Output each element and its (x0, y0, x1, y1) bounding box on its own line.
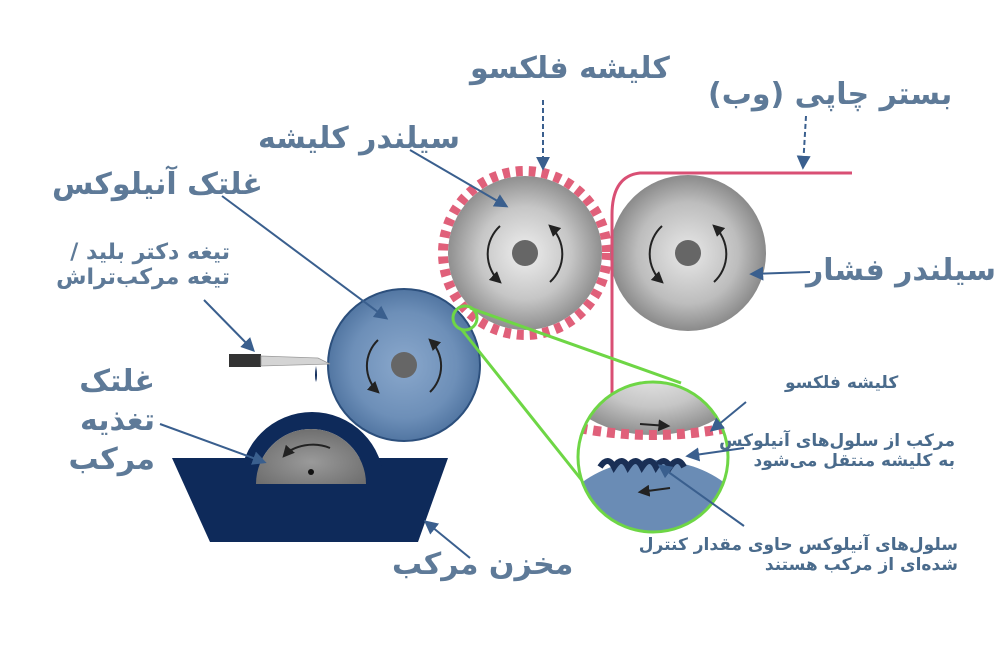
label-doctor-blade-line1: تیغه دکتر بلید / (70, 240, 230, 265)
label-impression-cylinder: سیلندر فشار (806, 253, 996, 288)
label-fountain-roller: غلتک تغذیه مرکب (55, 362, 155, 479)
label-anilox-cells-line2: شده‌ای از مرکب هستند (764, 554, 958, 575)
label-flexo-plate: کلیشه فلکسو (470, 51, 670, 86)
impression-cylinder-arrow-left (648, 225, 664, 284)
flexo-plate-teeth (438, 166, 612, 340)
label-doctor-blade: تیغه دکتر بلید / تیغه مرکب‌تراش (56, 240, 230, 291)
fountain-roller-axle (308, 469, 314, 475)
label-plate-cylinder: سیلندر کلیشه (258, 121, 460, 156)
label-fountain-line3: مرکب (68, 442, 155, 477)
printing-web (610, 171, 852, 410)
zoom-detail-circle (576, 380, 730, 534)
label-ink-transfer: مرکب از سلول‌های آنیلوکس به کلیشه منتقل … (719, 431, 955, 471)
label-printing-web: بستر چاپی (وب) (708, 77, 953, 112)
arrow-ink-reservoir (423, 520, 471, 559)
anilox-rotation-arrow-left (365, 339, 380, 394)
impression-cylinder-arrow-right (712, 224, 728, 283)
arrow-plate-cylinder (409, 149, 509, 208)
plate-cylinder-arrow-left (486, 225, 502, 284)
label-ink-transfer-line1: مرکب از سلول‌های آنیلوکس (719, 431, 955, 451)
fountain-roller-rotation-arrow (282, 443, 331, 458)
label-fountain-line2: تغذیه (80, 403, 155, 438)
plate-cylinder-axle (512, 240, 538, 266)
arrow-fountain-roller (159, 423, 267, 465)
zoom-line-top (469, 306, 682, 385)
anilox-rotation-arrow-right (428, 338, 443, 393)
plate-cylinder-arrow-right (548, 224, 564, 283)
ink-drip (315, 366, 317, 382)
label-ink-reservoir: مخزن مرکب (392, 547, 574, 582)
label-anilox-roller: غلتک آنیلوکس (52, 167, 263, 202)
fountain-roller (256, 429, 366, 484)
arrow-zoom-flexo-plate (709, 401, 747, 432)
zoom-line-bottom (460, 329, 590, 489)
arrow-printing-web (796, 115, 811, 170)
anilox-roller-axle (391, 352, 417, 378)
arrow-anilox-roller (221, 195, 389, 320)
arrow-anilox-cells (657, 464, 745, 527)
arrow-impression-cylinder (749, 266, 811, 281)
zoom-source-circle (451, 304, 479, 332)
arrow-doctor-blade (203, 299, 255, 352)
fountain-roller-housing (240, 412, 384, 484)
label-doctor-blade-line2: تیغه مرکب‌تراش (56, 265, 230, 291)
impression-cylinder-axle (675, 240, 701, 266)
label-zoom-flexo-plate: کلیشه فلکسو (785, 373, 899, 393)
arrow-ink-transfer (685, 447, 745, 462)
label-anilox-cells-line1: سلول‌های آنیلوکس حاوی مقدار کنترل (638, 535, 958, 555)
label-ink-transfer-line2: به کلیشه منتقل می‌شود (753, 450, 955, 471)
doctor-blade-holder (229, 354, 261, 367)
label-anilox-cells: سلول‌های آنیلوکس حاوی مقدار کنترل شده‌ای… (638, 535, 958, 575)
doctor-blade (260, 355, 331, 367)
label-fountain-line1: غلتک (79, 364, 155, 399)
